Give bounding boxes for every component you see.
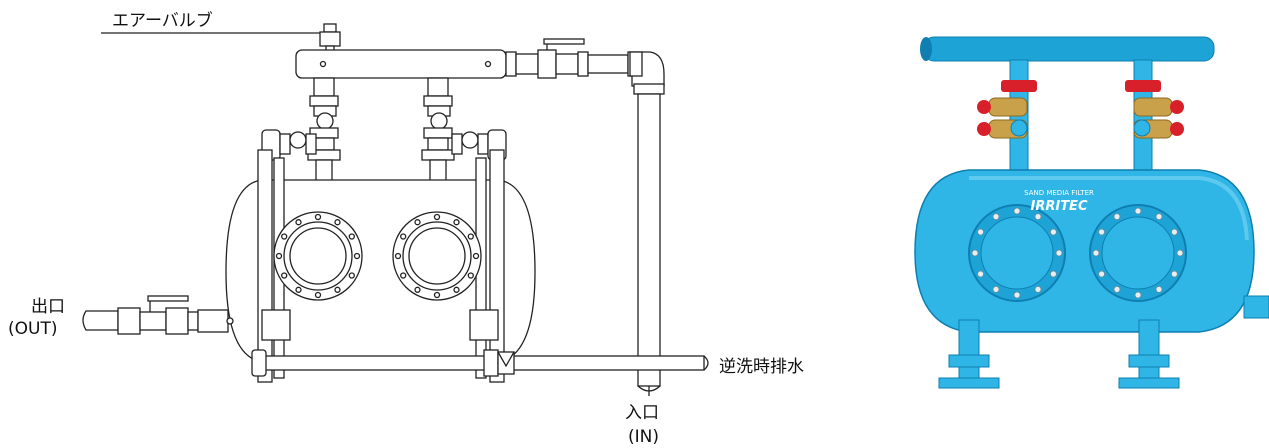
flange-bolt — [971, 249, 979, 257]
photo-brand-subtitle: SAND MEDIA FILTER — [1024, 189, 1094, 197]
flange-bolt — [1155, 213, 1163, 221]
left-inspection-port — [273, 211, 363, 301]
right-manifold — [421, 77, 507, 183]
drawing-flange-bolt — [467, 233, 474, 240]
inlet-pipe — [637, 93, 661, 387]
top-ball-valve — [505, 38, 629, 79]
flange-bolt — [992, 213, 1000, 221]
flange-bolt — [977, 228, 985, 236]
photo-left-port — [968, 204, 1066, 302]
drawing-flange-bolt — [400, 233, 407, 240]
flange-bolt — [992, 285, 1000, 293]
drawing-flange-bolt — [400, 272, 407, 279]
flange-bolt — [1092, 249, 1100, 257]
product-photo: SAND MEDIA FILTER IRRITEC — [914, 36, 1269, 389]
drawing-flange-bolt — [295, 219, 302, 226]
drawing-flange-bolt — [472, 252, 480, 260]
flange-bolt — [1034, 285, 1042, 293]
drawing-flange-bolt — [353, 252, 361, 260]
flange-bolt — [1049, 228, 1057, 236]
backwash-drain-label: 逆洗時排水 — [719, 357, 804, 377]
drawing-flange-bolt — [295, 286, 302, 293]
flange-bolt — [1113, 213, 1121, 221]
drawing-flange-bolt — [394, 252, 402, 260]
drawing-flange-bolt — [275, 252, 283, 260]
drawing-flange-bolt — [467, 272, 474, 279]
air-valve — [319, 23, 341, 53]
outlet-label: 出口 — [31, 297, 65, 317]
frame-left-outer — [257, 149, 273, 383]
flange-bolt — [1049, 270, 1057, 278]
drawing-flange-bolt — [281, 233, 288, 240]
flange-bolt — [1055, 249, 1063, 257]
flange-bolt — [1176, 249, 1184, 257]
left-manifold — [261, 77, 341, 183]
drawing-flange-bolt — [414, 219, 421, 226]
drawing-flange-bolt — [453, 286, 460, 293]
flange-bolt — [1113, 285, 1121, 293]
drawing-flange-bolt — [281, 272, 288, 279]
air-valve-label: エアーバルブ — [112, 11, 213, 31]
drawing-flange-bolt — [414, 286, 421, 293]
flange-bolt — [1170, 270, 1178, 278]
photo-right-port — [1089, 204, 1187, 302]
flange-bolt — [1098, 228, 1106, 236]
drawing-flange-bolt — [334, 286, 341, 293]
photo-top-pipe — [923, 36, 1215, 62]
flange-bolt — [1013, 291, 1021, 299]
outlet-pipe — [82, 295, 234, 335]
right-inspection-port — [392, 211, 482, 301]
drawing-flange-bolt — [348, 233, 355, 240]
drawing-flange-bolt — [433, 291, 441, 299]
flange-bolt — [1098, 270, 1106, 278]
flange-bolt — [1013, 207, 1021, 215]
flange-bolt — [1170, 228, 1178, 236]
drawing-flange-bolt — [314, 213, 322, 221]
drawing-flange-bolt — [348, 272, 355, 279]
photo-left-valves — [977, 97, 1028, 139]
drawing-flange-bolt — [314, 291, 322, 299]
flange-bolt — [1134, 207, 1142, 215]
drawing-flange-bolt — [453, 219, 460, 226]
frame-right-outer — [489, 149, 505, 383]
flange-bolt — [1034, 213, 1042, 221]
flange-bolt — [977, 270, 985, 278]
drawing-flange-bolt — [334, 219, 341, 226]
flange-bolt — [1155, 285, 1163, 293]
flange-bolt — [1134, 291, 1142, 299]
photo-legs — [938, 319, 1180, 389]
inlet-label-en: (IN) — [628, 427, 659, 447]
inlet-label: 入口 — [625, 403, 659, 423]
photo-right-valves — [1133, 97, 1184, 139]
photo-brand-name: IRRITEC — [1031, 199, 1088, 214]
top-header-pipe — [295, 49, 507, 79]
outlet-label-en: (OUT) — [8, 319, 58, 339]
drawing-flange-bolt — [433, 213, 441, 221]
